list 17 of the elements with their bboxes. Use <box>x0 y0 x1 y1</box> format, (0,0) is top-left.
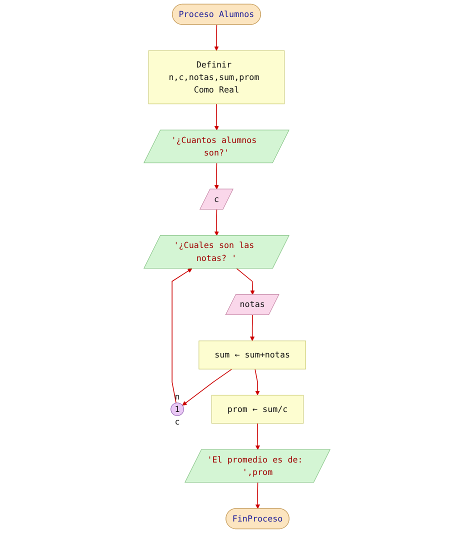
arrow <box>255 422 260 450</box>
arrow <box>172 268 192 404</box>
arrow <box>236 268 255 295</box>
arrow <box>250 314 255 342</box>
arrow <box>254 368 260 396</box>
node-box: prom ← sum/c <box>211 394 304 424</box>
arrow <box>214 24 219 51</box>
arrow <box>182 368 232 406</box>
arrow <box>214 104 219 130</box>
node-circle: 1 <box>170 402 184 416</box>
node-box: Definir n,c,notas,sum,prom Como Real <box>148 50 285 104</box>
arrow <box>214 162 219 190</box>
node-box: sum ← sum+notas <box>198 340 306 370</box>
node-label: n <box>174 392 180 402</box>
node-label: c <box>174 416 180 427</box>
arrow <box>214 209 219 236</box>
arrow <box>255 482 260 509</box>
